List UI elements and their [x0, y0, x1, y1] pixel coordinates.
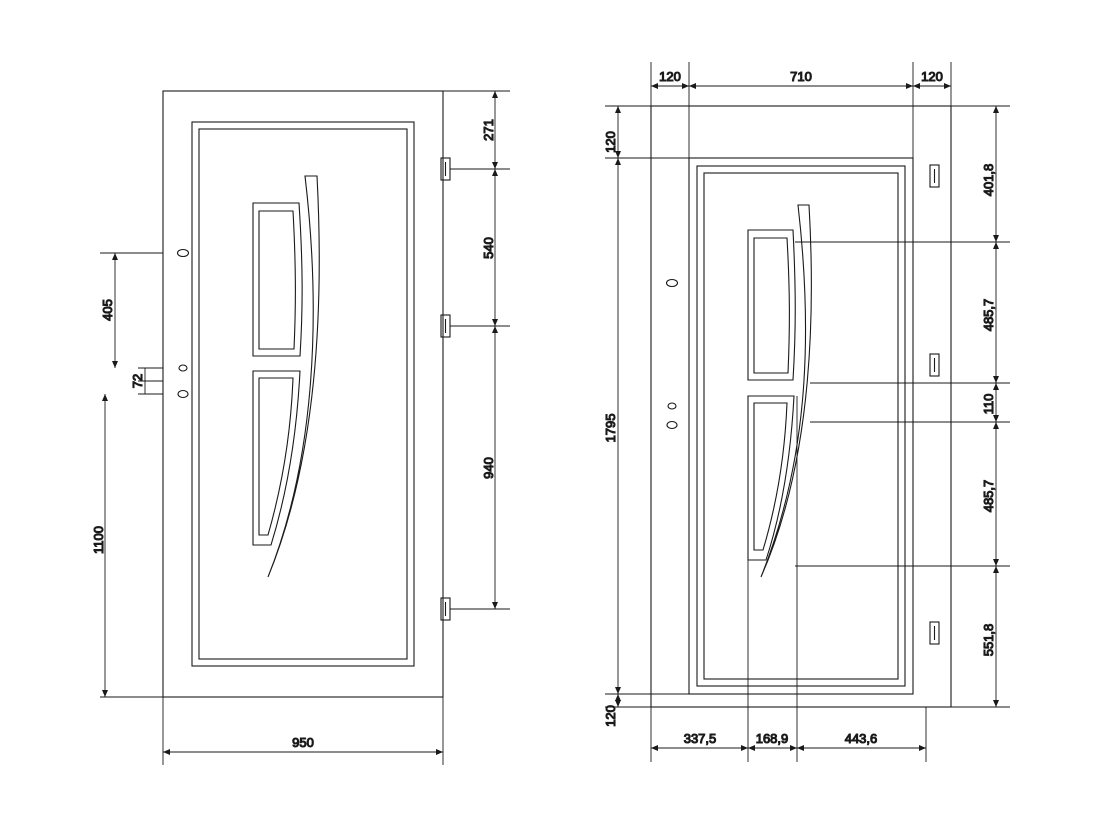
left-upper-glass-inner — [258, 210, 296, 350]
dim-485-7-upper: 485,7 — [981, 299, 996, 332]
dim-120-left-bottom: 120 — [603, 705, 618, 727]
right-lock-circle-lower — [666, 420, 678, 430]
left-panel-outer — [191, 121, 415, 667]
left-view-left-dims — [100, 252, 163, 698]
right-frame-outline — [650, 105, 952, 708]
dim-1100: 1100 — [91, 526, 106, 554]
dim-540: 540 — [481, 237, 496, 259]
right-crescent — [760, 204, 812, 578]
right-lower-glass-outer — [747, 395, 795, 561]
left-upper-glass-outer — [252, 202, 303, 357]
dim-1795: 1795 — [603, 414, 618, 443]
left-panel-inner — [198, 128, 408, 660]
dim-271: 271 — [481, 119, 496, 141]
dim-337-5: 337,5 — [684, 731, 717, 746]
right-hinges — [929, 164, 940, 645]
left-view-bottom-dim — [162, 697, 444, 765]
dim-710: 710 — [790, 69, 812, 84]
dim-485-7-lower: 485,7 — [981, 480, 996, 513]
dim-110: 110 — [981, 394, 996, 415]
left-view-right-dims — [443, 90, 510, 610]
dim-950: 950 — [292, 735, 314, 750]
dim-940: 940 — [481, 457, 496, 479]
left-lower-glass-outer — [252, 370, 301, 546]
right-lock-circle-upper — [667, 402, 677, 410]
right-upper-glass-inner — [753, 237, 790, 374]
dim-72: 72 — [130, 374, 145, 388]
dim-120-top-right: 120 — [921, 69, 943, 84]
right-upper-glass-outer — [747, 229, 796, 381]
left-handle-circle — [176, 248, 190, 258]
right-view-top-dims — [650, 62, 952, 158]
right-door-inner — [696, 165, 906, 687]
left-crescent-outer — [267, 175, 320, 578]
right-panel-inner — [703, 172, 899, 680]
left-view-group: 271 540 940 405 72 1100 — [90, 90, 510, 765]
left-lock-circle-lower — [177, 389, 189, 399]
dim-405: 405 — [100, 299, 115, 321]
dim-120-top-left: 120 — [659, 69, 681, 84]
right-lower-glass-inner — [753, 402, 788, 551]
right-view-group: 120 710 120 120 1795 120 — [602, 62, 1010, 762]
right-door-outline — [688, 157, 914, 695]
right-handle-circle — [665, 278, 679, 288]
dim-401-8: 401,8 — [981, 164, 996, 197]
dim-443-6: 443,6 — [845, 731, 878, 746]
dim-120-left-top: 120 — [603, 131, 618, 153]
right-view-right-dims — [795, 105, 1010, 708]
left-lock-circle-upper — [178, 364, 188, 372]
left-door-outline — [162, 90, 444, 698]
right-view-left-dims — [605, 105, 689, 708]
dim-168-9: 168,9 — [756, 731, 789, 746]
right-view-bottom-dims — [650, 396, 927, 762]
left-hinges — [440, 157, 451, 621]
dim-551-8: 551,8 — [981, 624, 996, 657]
left-lower-glass-inner — [258, 377, 294, 536]
